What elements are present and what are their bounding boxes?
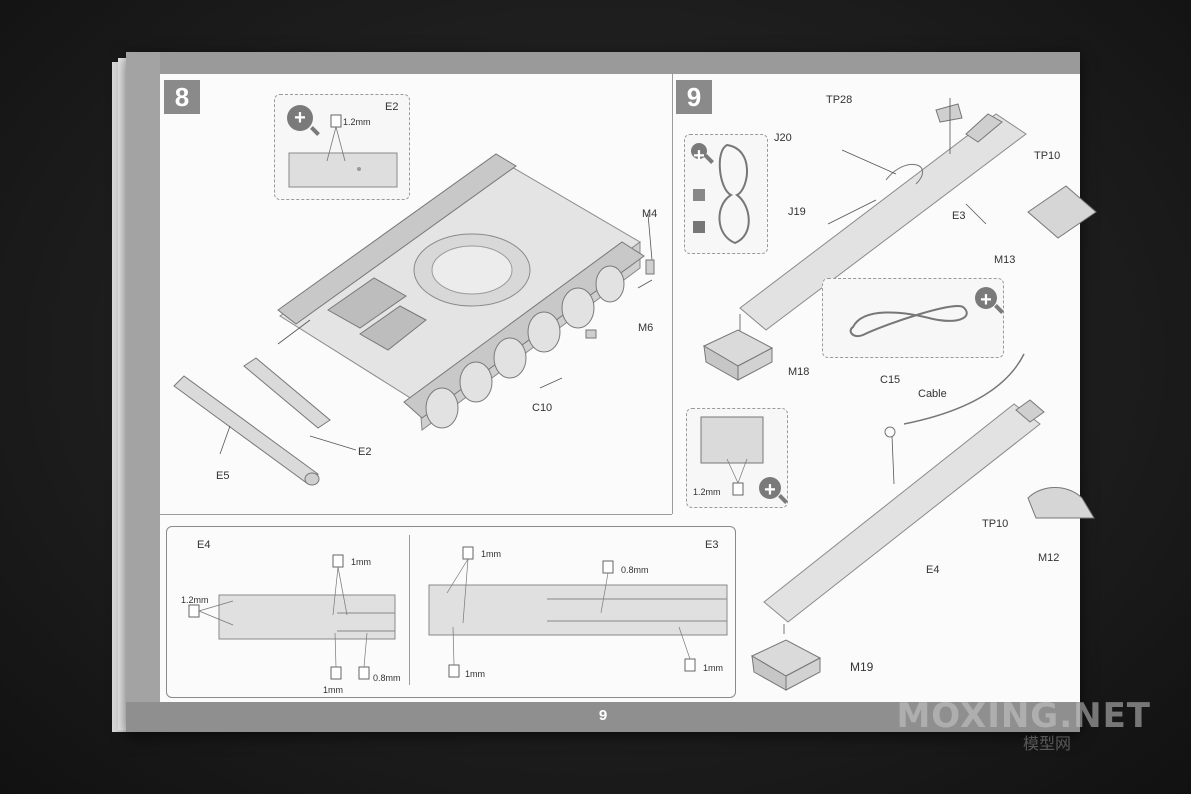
step-8-badge: 8 <box>164 80 200 114</box>
detail-e4-drawing <box>188 554 396 680</box>
m19-part-drawing <box>750 639 822 691</box>
e5-label: E5 <box>216 470 230 482</box>
m19-label: M19 <box>850 660 874 674</box>
tp28-label: TP28 <box>826 94 853 106</box>
step-8-zoom-inset: E2 1.2mm <box>274 94 410 200</box>
step-9-badge: 9 <box>676 80 712 114</box>
j20-label: J20 <box>774 132 792 144</box>
detail-e4-size-left: 1.2mm <box>181 595 209 605</box>
c15-label: C15 <box>880 374 901 386</box>
watermark-sub: 模型网 <box>1022 734 1071 753</box>
page-number: 9 <box>598 707 608 724</box>
detail-e4-size-bottom-right: 0.8mm <box>373 673 401 683</box>
e2-label: E2 <box>358 446 372 458</box>
m12-part-drawing <box>1027 487 1095 519</box>
m18-zoom-inset: 1.2mm <box>686 408 788 508</box>
detail-e3-size-bottom-left: 1mm <box>465 669 485 679</box>
detail-e3-drawing <box>428 546 728 678</box>
bottom-band: 9 <box>126 702 1080 732</box>
inset-part-label: E2 <box>385 101 399 113</box>
left-band <box>126 52 160 732</box>
fender-e4-drawing <box>763 353 1045 634</box>
step-divider <box>672 74 673 514</box>
detail-divider <box>409 535 410 685</box>
m4-label: M4 <box>642 208 658 220</box>
inset-part-drawing <box>288 114 398 188</box>
e3-label: E3 <box>952 210 966 222</box>
detail-e3-title: E3 <box>705 539 719 551</box>
detail-e3-size-top-mid: 0.8mm <box>621 565 649 575</box>
detail-e3-size-top-left: 1mm <box>481 549 501 559</box>
m18-part-drawing <box>702 329 774 381</box>
tank-hull-drawing <box>173 153 655 486</box>
m13-label: M13 <box>994 254 1016 266</box>
step-divider-horizontal <box>160 514 672 515</box>
detail-e4-title: E4 <box>197 539 211 551</box>
m18-inset-drawing <box>700 416 764 496</box>
inset-size-label: 1.2mm <box>343 117 371 127</box>
page-content: 8 E2 1.2mm <box>160 74 1097 702</box>
detail-e4-size-bottom: 1mm <box>323 685 343 695</box>
wire-loop-drawing <box>693 143 750 245</box>
instruction-booklet: 9 8 E2 1.2mm <box>126 52 1097 732</box>
detail-e3-size-bottom-right: 1mm <box>703 663 723 673</box>
zoom-icon <box>287 105 313 131</box>
watermark: MOXING.NET <box>896 696 1151 736</box>
m6-label: M6 <box>638 322 654 334</box>
tp10-top-label: TP10 <box>1034 150 1061 162</box>
j19-label: J19 <box>788 206 806 218</box>
m18-label: M18 <box>788 366 810 378</box>
tp10-bottom-label: TP10 <box>982 518 1009 530</box>
fender-e3-drawing <box>739 98 1097 350</box>
m18-inset-size-label: 1.2mm <box>693 487 721 497</box>
top-band <box>126 52 1080 74</box>
zoom-icon <box>759 477 781 502</box>
step-9-wire-inset <box>684 134 768 254</box>
cable-label: Cable <box>918 388 947 400</box>
c10-label: C10 <box>532 402 553 414</box>
m12-label: M12 <box>1038 552 1060 564</box>
cable-zoom-inset <box>822 278 1004 358</box>
detail-panel: E4 1.2mm 1mm 1mm 0.8mm E3 1m <box>166 526 736 698</box>
e4-label: E4 <box>926 564 940 576</box>
cable-coil-drawing <box>849 305 968 337</box>
zoom-icon <box>975 287 997 312</box>
zoom-icon <box>691 143 707 168</box>
detail-e4-size-top: 1mm <box>351 557 371 567</box>
